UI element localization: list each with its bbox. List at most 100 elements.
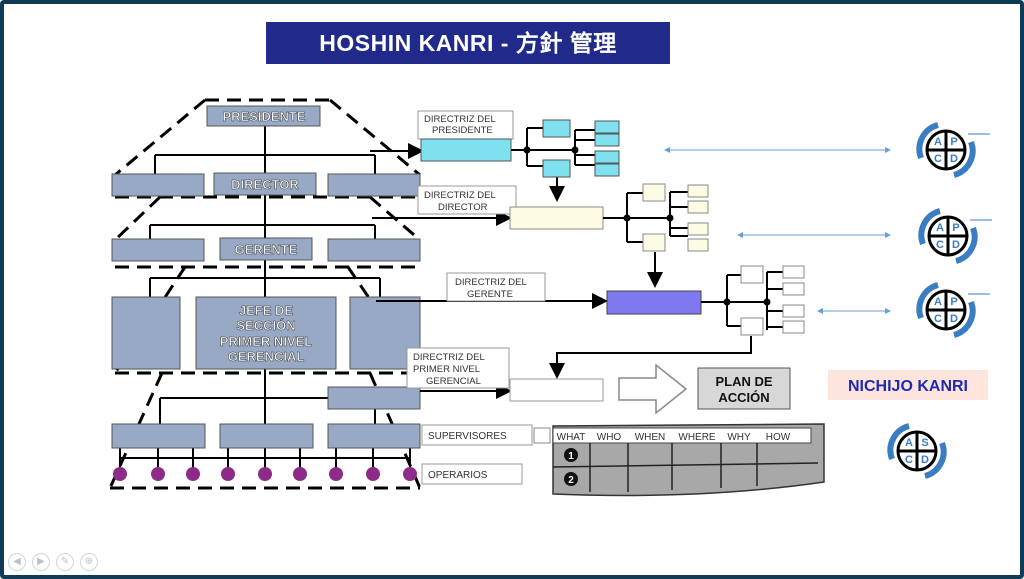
directriz-director-box — [417, 185, 517, 215]
slide-controls: ◀ ▶ ✎ ⊕ — [8, 553, 98, 571]
table-header-row — [552, 427, 812, 444]
box-gerente-left — [111, 238, 205, 262]
row-2-bullet — [564, 472, 578, 486]
cycle-letter: C — [936, 239, 944, 251]
pen-icon[interactable]: ✎ — [56, 553, 74, 571]
cycle-letter: D — [952, 239, 960, 251]
box-director-left — [111, 173, 205, 197]
directriz-primer-2: PRIMER NIVEL — [413, 364, 480, 375]
tree1-main-box — [420, 138, 512, 162]
cycle-letter: A — [934, 296, 942, 308]
cycle-letter: C — [934, 153, 942, 165]
th-how: HOW — [766, 432, 791, 443]
tree3-leaf — [782, 304, 805, 318]
cycle-letter: A — [905, 437, 913, 449]
box-jefe-left — [111, 296, 181, 370]
row-1-number: 1 — [568, 451, 574, 462]
big-right-arrow — [618, 363, 688, 415]
cycle-letter: P — [950, 136, 957, 148]
box-supervisor-2 — [219, 423, 314, 449]
tree2-node — [642, 233, 666, 252]
zoom-icon[interactable]: ⊕ — [80, 553, 98, 571]
cycle-letter: C — [905, 454, 913, 466]
operario-dot — [151, 467, 165, 481]
box-gerente-right — [327, 238, 421, 262]
box-jefe — [195, 296, 337, 370]
tree2-leaf — [687, 222, 709, 236]
slide-title: HOSHIN KANRI - 方針 管理 — [266, 22, 670, 64]
plan-de-accion-line1: PLAN DE — [715, 374, 772, 389]
next-icon[interactable]: ▶ — [32, 553, 50, 571]
label-director: DIRECTOR — [231, 177, 299, 192]
tree2-node — [642, 183, 666, 202]
th-what: WHAT — [557, 432, 586, 443]
tree-director — [509, 183, 709, 288]
directriz-gerente-1: DIRECTRIZ DEL — [455, 277, 527, 288]
directriz-presidente-1: DIRECTRIZ DEL — [424, 114, 496, 125]
tree1-leaf — [594, 150, 620, 164]
tree3-main-box — [606, 290, 702, 315]
directriz-presidente-2: PRESIDENTE — [432, 125, 493, 136]
th-who: WHO — [597, 432, 622, 443]
org-boxes — [111, 105, 421, 449]
label-jefe-4: GERENCIAL — [228, 349, 305, 364]
tree2-leaf — [687, 238, 709, 252]
th-why: WHY — [727, 432, 751, 443]
cycle-letter: D — [921, 454, 929, 466]
tree-presidente — [420, 119, 620, 202]
box-director-right — [327, 173, 421, 197]
directriz-arrows — [370, 143, 608, 399]
operarios-label: OPERARIOS — [428, 470, 488, 481]
th-where: WHERE — [678, 432, 716, 443]
tree3-leaf — [782, 282, 805, 296]
tree2-leaf — [687, 184, 709, 198]
nichijo-kanri-label: NICHIJO KANRI — [848, 378, 968, 395]
plan-de-accion-line2: ACCIÓN — [718, 390, 769, 405]
directriz-gerente-box — [446, 272, 546, 302]
operario-dot — [221, 467, 235, 481]
cycle-letter: C — [934, 313, 942, 325]
cycle-letter: S — [921, 437, 928, 449]
operario-dot — [258, 467, 272, 481]
directriz-gerente-2: GERENTE — [467, 289, 513, 300]
prev-icon[interactable]: ◀ — [8, 553, 26, 571]
table-header-white — [533, 427, 551, 444]
supervisores-box — [421, 424, 533, 446]
operario-dot — [329, 467, 343, 481]
tree1-leaf — [594, 133, 620, 147]
tree3-leaf — [782, 320, 805, 334]
cycle-letter: D — [950, 153, 958, 165]
cycle-letter: D — [950, 313, 958, 325]
box-supervisor-3 — [327, 423, 421, 449]
cycle-letter: A — [934, 136, 942, 148]
tree3-node — [740, 265, 764, 284]
action-table: WHAT WHO WHEN WHERE WHY HOW 1 2 — [533, 423, 825, 497]
tree1-node — [542, 119, 571, 138]
tree3-leaf — [782, 265, 805, 279]
tree1-leaf — [594, 163, 620, 177]
tree2-main-box — [509, 206, 604, 230]
cycle-letter: P — [950, 296, 957, 308]
tree-gerente — [549, 265, 805, 379]
operario-dot — [113, 467, 127, 481]
label-jefe-1: JEFE DE — [239, 303, 294, 318]
nichijo-kanri-box — [828, 370, 988, 400]
plan-de-accion-box — [697, 367, 791, 410]
supervisores-label: SUPERVISORES — [428, 431, 507, 442]
primer-nivel-target-box — [509, 378, 604, 402]
row-2-number: 2 — [568, 475, 574, 486]
row-1-bullet — [564, 448, 578, 462]
operario-dot — [186, 467, 200, 481]
tree1-node — [542, 159, 571, 178]
label-presidente: PRESIDENTE — [222, 109, 305, 124]
th-when: WHEN — [635, 432, 666, 443]
label-jefe-2: SECCIÓN — [236, 318, 295, 333]
directriz-labels: DIRECTRIZ DEL PRESIDENTE DIRECTRIZ DEL D… — [406, 110, 546, 389]
box-primer-nivel-small — [327, 386, 421, 410]
cycle-letter: P — [952, 222, 959, 234]
